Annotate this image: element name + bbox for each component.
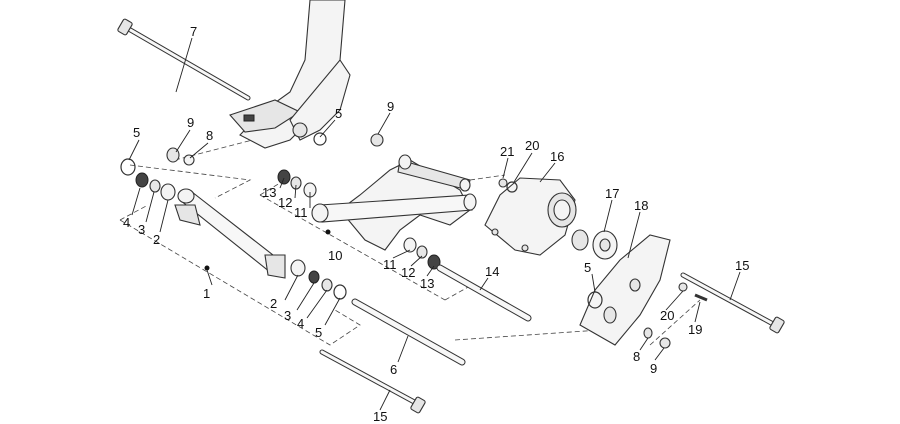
callout-11-right: 11 xyxy=(383,257,397,272)
part-mount-bracket-16 xyxy=(484,177,577,256)
callout-7: 7 xyxy=(190,24,197,39)
callout-3-right: 3 xyxy=(284,308,291,323)
callout-2-left: 2 xyxy=(153,232,160,247)
callout-21: 21 xyxy=(500,144,514,159)
part-bolt-15-bottom xyxy=(319,349,426,414)
callout-9-bottom: 9 xyxy=(650,361,657,376)
callout-10: 10 xyxy=(328,248,342,263)
callout-4-left: 4 xyxy=(123,215,130,230)
callout-8-top-left: 8 xyxy=(206,128,213,143)
part-pivot-tube-1 xyxy=(174,188,286,279)
part-swing-arm-10 xyxy=(311,154,477,251)
callout-5-right: 5 xyxy=(584,260,591,275)
leader-lines xyxy=(128,37,741,411)
callout-5-top: 5 xyxy=(335,106,342,121)
callout-12-right: 12 xyxy=(401,265,415,280)
callout-11-left: 11 xyxy=(294,205,308,220)
part-long-bolt-7 xyxy=(117,18,251,101)
callout-16: 16 xyxy=(550,149,564,164)
callout-6: 6 xyxy=(390,362,397,377)
part-shaft-14 xyxy=(436,264,532,322)
callout-4-right: 4 xyxy=(297,316,304,331)
callout-5-left: 5 xyxy=(133,125,140,140)
callout-18: 18 xyxy=(634,198,648,213)
callout-12-left: 12 xyxy=(278,195,292,210)
part-silent-block-17 xyxy=(571,229,618,260)
callout-15-bottom: 15 xyxy=(373,409,387,424)
callout-14: 14 xyxy=(485,264,499,279)
reference-dot xyxy=(204,265,210,271)
part-frame-bracket-top xyxy=(229,0,351,149)
callout-13-right: 13 xyxy=(420,276,434,291)
reference-dot xyxy=(325,229,331,235)
callout-20-bottom: 20 xyxy=(660,308,674,323)
part-frame-bracket-right xyxy=(579,234,671,346)
part-hardware-right xyxy=(587,282,708,349)
callout-5-bottom: 5 xyxy=(315,325,322,340)
part-shaft-6 xyxy=(351,298,466,366)
part-bearings-center xyxy=(277,132,518,270)
callout-9-top-left: 9 xyxy=(187,115,194,130)
callout-17: 17 xyxy=(605,186,619,201)
callout-8-bottom: 8 xyxy=(633,349,640,364)
callout-15-right: 15 xyxy=(735,258,749,273)
callout-9-mid: 9 xyxy=(387,99,394,114)
callout-labels: 7 5 9 8 5 9 21 20 16 13 12 11 4 3 2 17 1… xyxy=(123,24,749,424)
callout-2-right: 2 xyxy=(270,296,277,311)
part-bolt-15-right xyxy=(680,272,785,334)
callout-13-left: 13 xyxy=(262,185,276,200)
callout-1: 1 xyxy=(203,286,210,301)
part-bearings-left-bottom xyxy=(290,259,347,300)
callout-3-left: 3 xyxy=(138,222,145,237)
callout-20-top: 20 xyxy=(525,138,539,153)
callout-19: 19 xyxy=(688,322,702,337)
